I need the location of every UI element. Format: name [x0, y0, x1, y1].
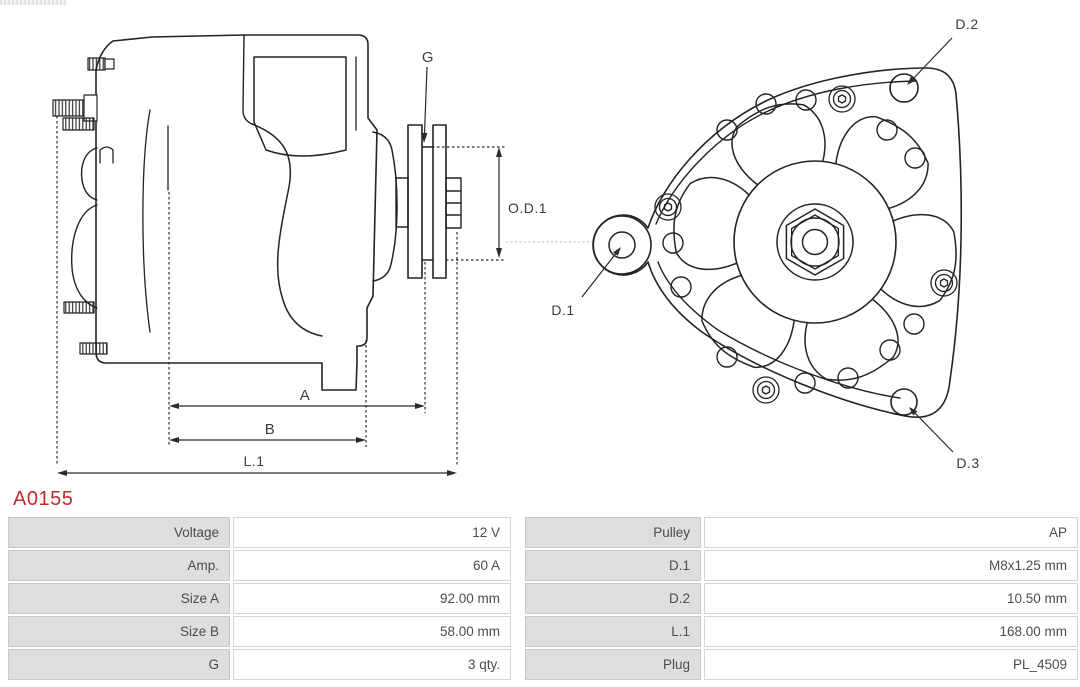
label-l1: L.1	[244, 453, 265, 469]
rear-bracket-contour	[142, 109, 151, 333]
central-hub	[733, 160, 897, 324]
side-body-outline	[95, 34, 378, 391]
label-d3: D.3	[956, 455, 979, 471]
side-view	[52, 34, 462, 391]
spec-value: 3 qty.	[233, 649, 511, 680]
label-b: B	[265, 421, 276, 438]
rim-inner-top	[655, 80, 916, 225]
threaded-studs	[52, 57, 115, 355]
label-od1: O.D.1	[508, 200, 547, 216]
dimension-labels: G O.D.1 A B L.1 D.2 D.1 D.3	[244, 16, 980, 471]
rear-bump-small	[80, 147, 98, 201]
through-bolts	[654, 85, 958, 404]
d2-hole	[889, 73, 919, 103]
rim-inner-bottom	[657, 261, 901, 399]
spec-value: 168.00 mm	[704, 616, 1078, 647]
spec-label: Pulley	[525, 517, 701, 548]
d1-mount-ear	[592, 215, 652, 275]
spec-label: Voltage	[8, 517, 230, 548]
vent-holes	[662, 89, 926, 394]
rear-bump-large	[71, 204, 98, 309]
spec-value: AP	[704, 517, 1078, 548]
spec-value: PL_4509	[704, 649, 1078, 680]
spec-value: 12 V	[233, 517, 511, 548]
label-a: A	[300, 387, 311, 404]
spec-label: Size B	[8, 616, 230, 647]
spec-label: D.1	[525, 550, 701, 581]
part-number: A0155	[13, 488, 74, 510]
label-d1: D.1	[551, 302, 574, 318]
shaft-threads	[445, 177, 462, 229]
rotor-contour	[251, 123, 323, 337]
cropped-logo-artifact	[0, 0, 66, 5]
spec-value: M8x1.25 mm	[704, 550, 1078, 581]
front-window	[253, 56, 347, 157]
spec-label: D.2	[525, 583, 701, 614]
spec-label: Size A	[8, 583, 230, 614]
spec-value: 58.00 mm	[233, 616, 511, 647]
spec-value: 92.00 mm	[233, 583, 511, 614]
spec-value: 10.50 mm	[704, 583, 1078, 614]
spec-label: G	[8, 649, 230, 680]
front-view	[592, 67, 963, 418]
label-g: G	[422, 49, 434, 66]
spec-label: Amp.	[8, 550, 230, 581]
technical-drawing: G O.D.1 A B L.1 D.2 D.1 D.3	[52, 16, 980, 476]
label-d2: D.2	[955, 16, 978, 32]
d3-hole	[890, 388, 918, 416]
dimension-lines	[56, 37, 954, 476]
spec-label: Plug	[525, 649, 701, 680]
pulley	[407, 124, 447, 279]
housing-seam	[242, 34, 253, 125]
spec-value: 60 A	[233, 550, 511, 581]
shaft-center-hole	[801, 228, 829, 256]
spec-label: L.1	[525, 616, 701, 647]
terminal-knob	[99, 146, 114, 164]
alternator-diagram-svg: G O.D.1 A B L.1 D.2 D.1 D.3	[52, 16, 980, 476]
nose-cone	[372, 131, 398, 282]
